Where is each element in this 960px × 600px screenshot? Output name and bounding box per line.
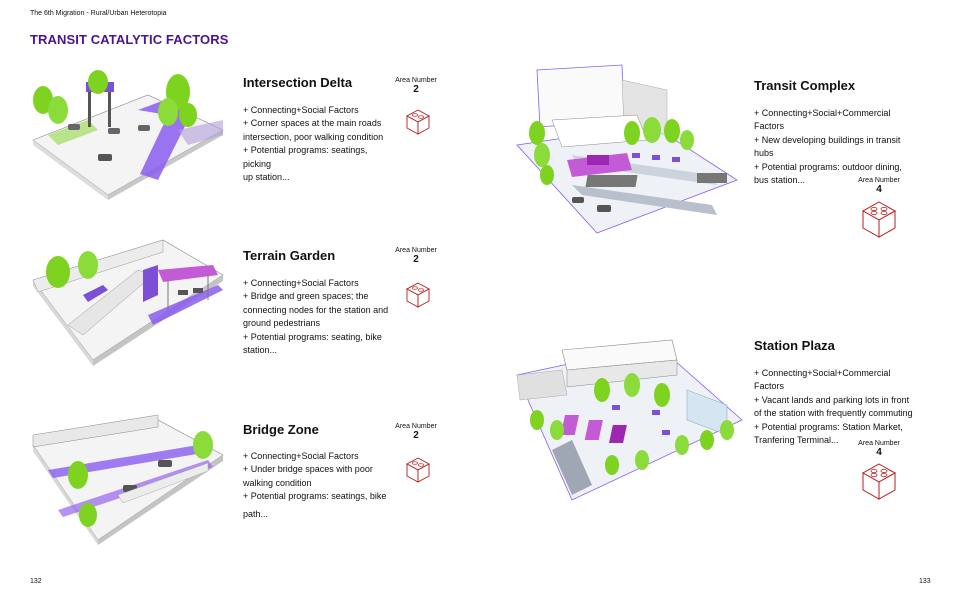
card-title: Bridge Zone — [243, 422, 319, 437]
lego-brick-icon — [406, 457, 430, 483]
description-line: Factors — [754, 381, 785, 392]
description-line: Tranfering Terminal... — [754, 435, 839, 446]
description-line: + Corner spaces at the main roads — [243, 118, 382, 129]
area-number-label: Area Number — [858, 177, 900, 184]
description-line: connecting nodes for the station and — [243, 304, 389, 315]
description-line: + Potential programs: seatings, bike — [243, 491, 387, 502]
page-number-left: 132 — [30, 578, 42, 585]
area-number-value: 2 — [413, 430, 419, 441]
area-number-label: Area Number — [395, 77, 437, 84]
area-number-value: 4 — [876, 184, 882, 195]
description-line: + Connecting+Social+Commercial — [754, 368, 891, 378]
card-title: Transit Complex — [754, 78, 856, 93]
card-title: Station Plaza — [754, 338, 835, 353]
intersection-delta-illustration — [32, 70, 224, 200]
description-line: station... — [243, 345, 278, 356]
description-line: + Potential programs: seatings, picking — [243, 145, 368, 169]
lego-brick-icon — [406, 282, 430, 308]
description-line: of the station with frequently commuting — [754, 408, 913, 419]
description-line: + Vacant lands and parking lots in front — [754, 394, 910, 405]
description-line: walking condition — [243, 477, 312, 488]
description-line: + Connecting+Social Factors — [243, 451, 359, 461]
area-number-label: Area Number — [395, 247, 437, 254]
terrain-garden-illustration — [32, 239, 224, 366]
station-plaza-illustration — [516, 339, 743, 501]
description-line: bus station... — [754, 175, 806, 186]
card-description: + Connecting+Social+Commercial Factors +… — [754, 367, 914, 447]
area-number-label: Area Number — [395, 423, 437, 430]
lego-brick-icon — [861, 463, 897, 500]
area-number-value: 4 — [876, 447, 882, 458]
card-description: + Connecting+Social Factors + Corner spa… — [243, 104, 393, 184]
description-line: up station... — [243, 172, 290, 183]
transit-complex-illustration — [516, 64, 738, 234]
description-line: + Potential programs: outdoor dining, — [754, 161, 902, 172]
description-line: + New developing buildings in transit — [754, 134, 901, 145]
description-line: + Potential programs: seating, bike — [243, 331, 382, 342]
description-line: Factors — [754, 121, 785, 132]
area-number-value: 2 — [413, 84, 419, 95]
card-description: + Connecting+Social Factors + Bridge and… — [243, 277, 393, 357]
card-title: Terrain Garden — [243, 248, 336, 263]
card-title: Intersection Delta — [243, 75, 353, 90]
area-number-label: Area Number — [858, 440, 900, 447]
lego-brick-icon — [406, 109, 430, 135]
description-line: + Potential programs: Station Market, — [754, 421, 903, 432]
description-line: intersection, poor walking condition — [243, 131, 384, 142]
description-line: ground pedestrians — [243, 318, 321, 329]
bridge-zone-illustration — [32, 414, 224, 545]
section-title: TRANSIT CATALYTIC FACTORS — [30, 32, 229, 47]
description-line: path... — [243, 508, 269, 519]
description-line: + Bridge and green spaces; the — [243, 291, 369, 302]
document-header: The 6th Migration - Rural/Urban Heteroto… — [30, 10, 167, 17]
lego-brick-icon — [861, 201, 897, 238]
area-number-value: 2 — [413, 254, 419, 265]
card-description: + Connecting+Social Factors + Under brid… — [243, 450, 393, 521]
description-line: + Connecting+Social Factors — [243, 278, 359, 288]
description-line: + Connecting+Social Factors — [243, 105, 359, 115]
description-line: + Under bridge spaces with poor — [243, 464, 373, 475]
page-number-right: 133 — [919, 578, 931, 585]
description-line: + Connecting+Social+Commercial — [754, 108, 891, 118]
card-description: + Connecting+Social+Commercial Factors +… — [754, 107, 904, 187]
description-line: hubs — [754, 148, 774, 159]
